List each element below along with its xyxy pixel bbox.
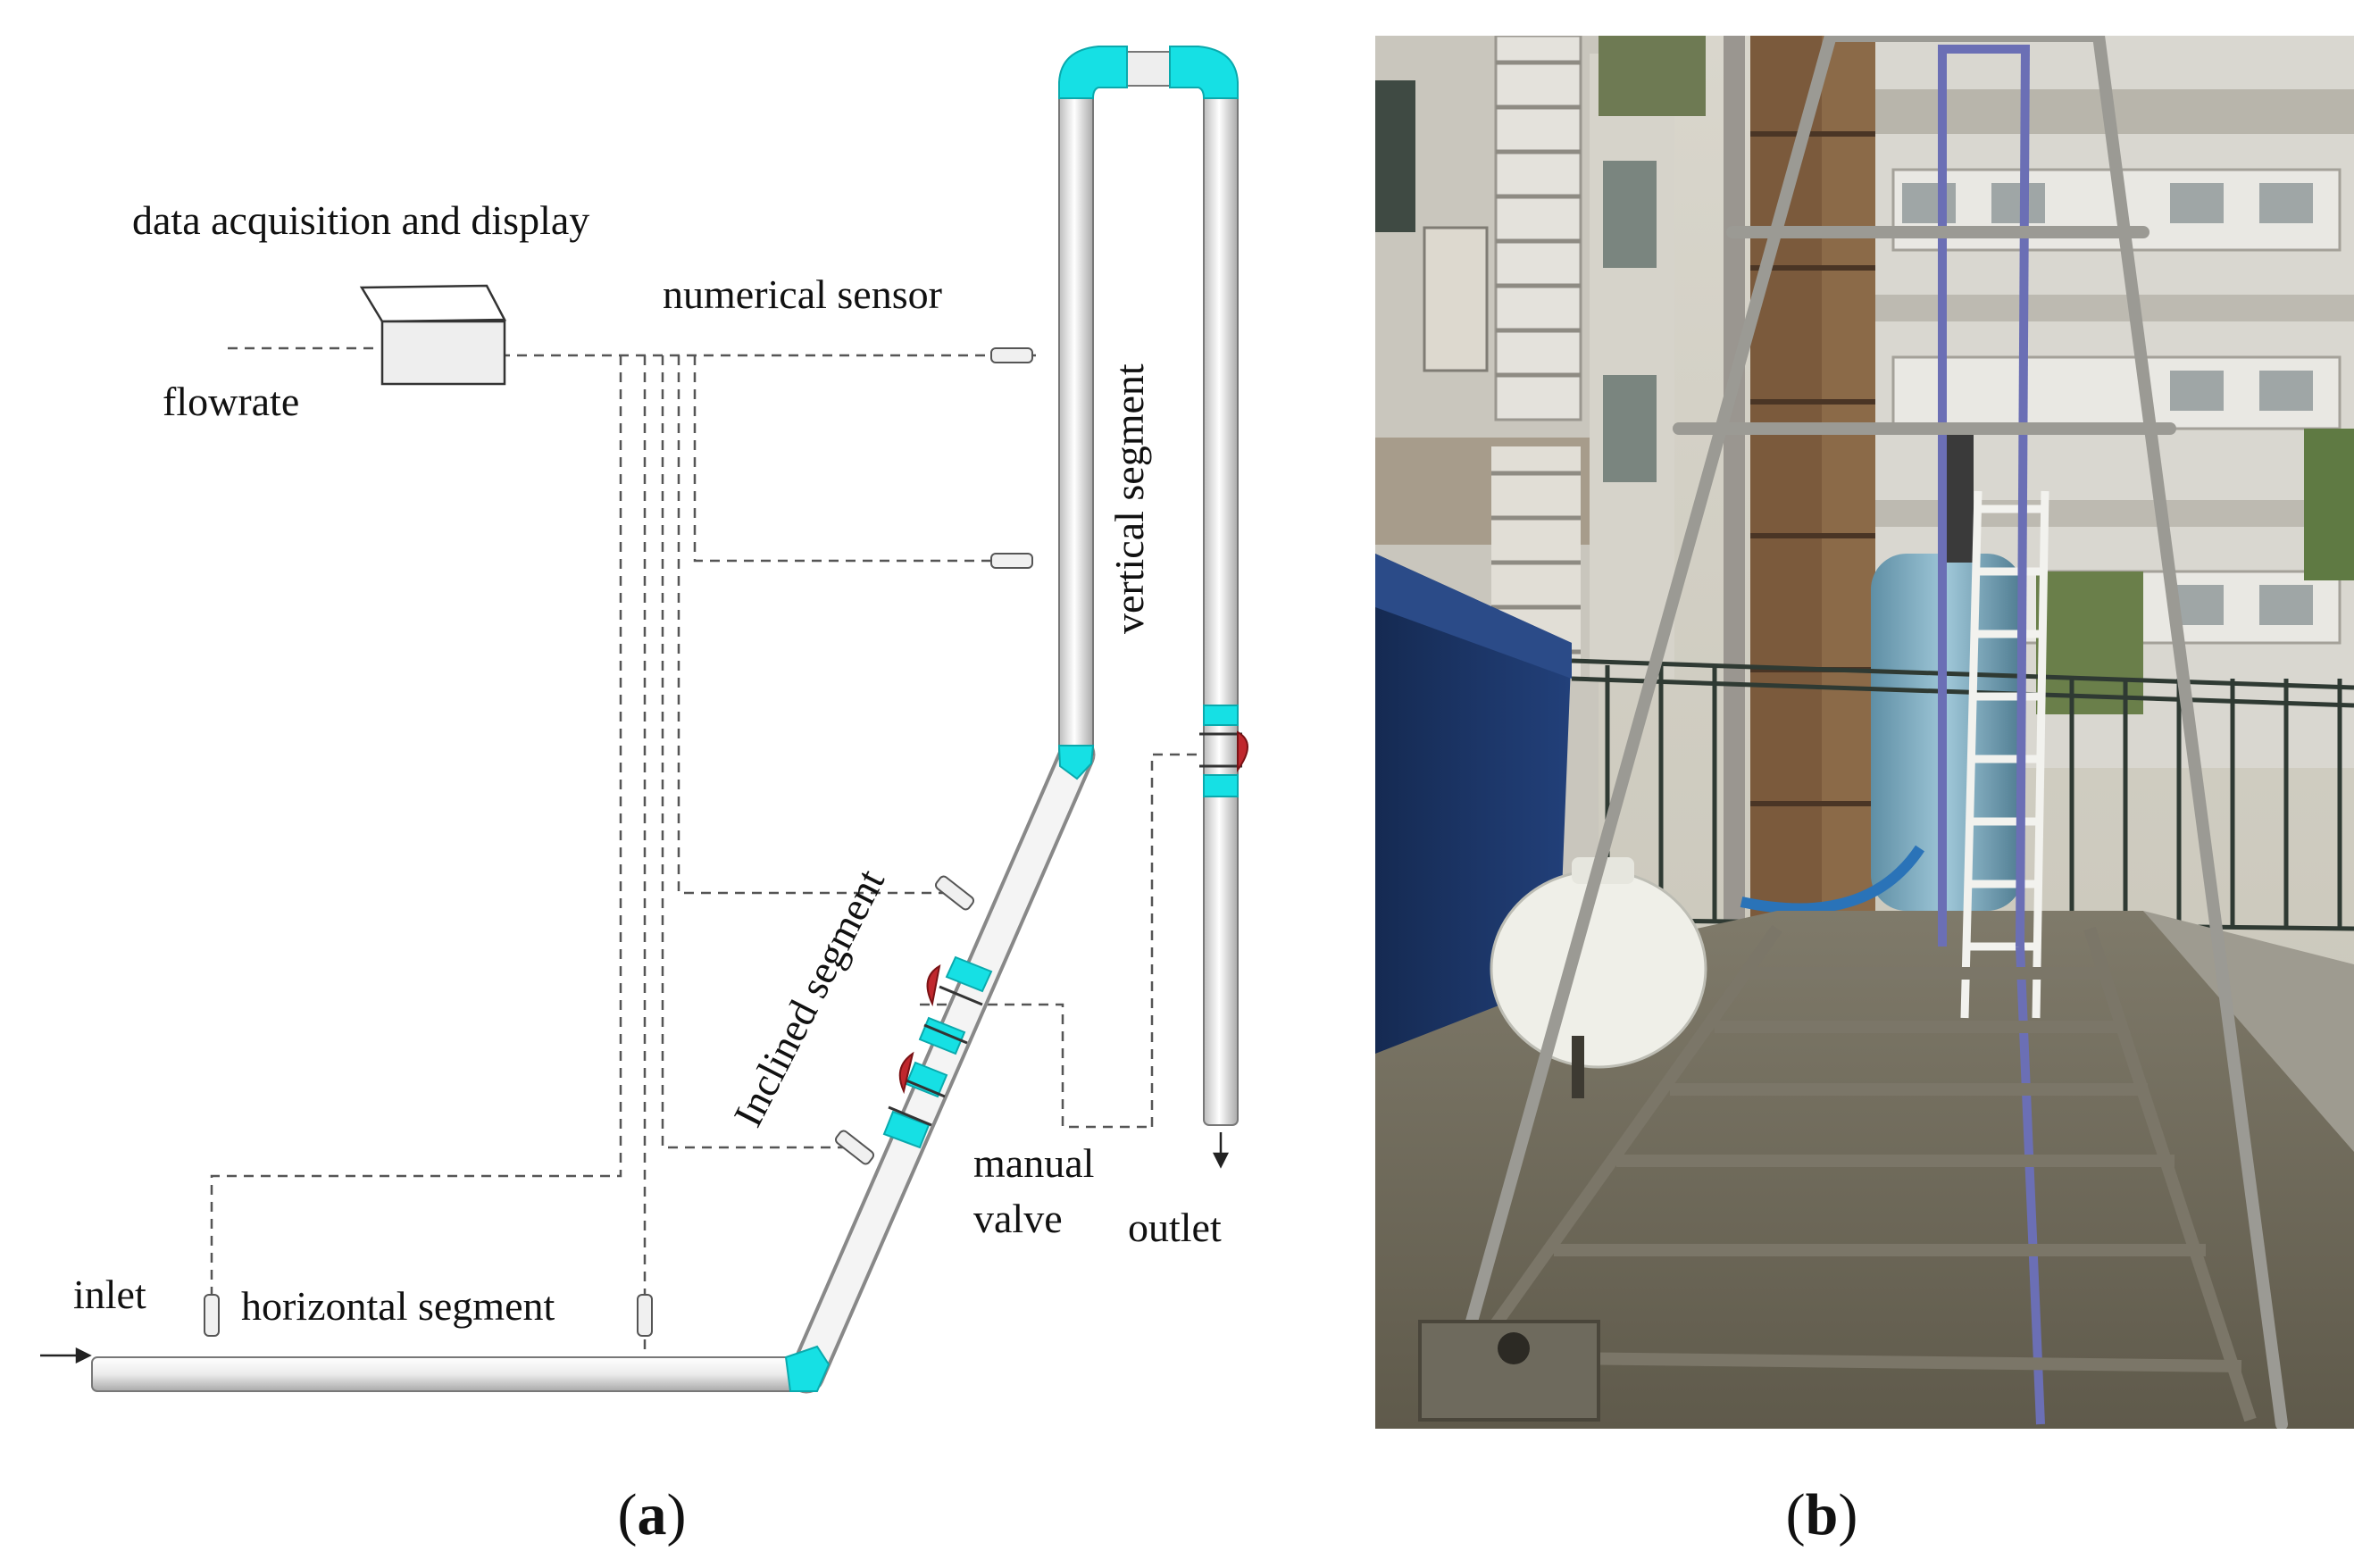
photo-base-frame — [1441, 924, 2257, 1422]
panel-b-photo: (b) — [1375, 36, 2354, 1547]
signal-wires — [210, 346, 1210, 1357]
red-valves — [898, 730, 1248, 1095]
label-manual: manual — [973, 1140, 1094, 1186]
sensors — [204, 347, 1033, 1337]
caption-a: (a) — [618, 1482, 687, 1547]
label-horizontal-segment: horizontal segment — [241, 1283, 555, 1329]
cyan-fittings — [784, 46, 1239, 1392]
label-numerical-sensor: numerical sensor — [663, 271, 942, 317]
horizontal-pipe — [91, 1356, 807, 1392]
label-flowrate: flowrate — [163, 379, 299, 424]
panel-a-schematic: data acquisition and display numerical s… — [40, 46, 1248, 1547]
label-valve: valve — [973, 1196, 1063, 1241]
label-inlet: inlet — [73, 1272, 146, 1317]
outlet-pipe — [1203, 88, 1239, 1126]
photo-fence — [1571, 658, 2354, 931]
photo-scaffold — [1724, 36, 1875, 929]
label-outlet: outlet — [1128, 1205, 1222, 1250]
caption-b: (b) — [1786, 1482, 1858, 1547]
flow-arrows — [40, 1132, 1230, 1364]
valve-flanges — [888, 732, 1242, 1127]
label-inclined-segment: Inclined segment — [724, 862, 893, 1133]
photo-white-tank — [1490, 857, 1707, 1098]
photo-ladder — [1960, 490, 2049, 1019]
label-vertical-segment: vertical segment — [1106, 363, 1152, 634]
photo-steel-frame — [1440, 36, 2288, 1429]
vertical-pipe-up — [1058, 88, 1094, 755]
label-data-acquisition: data acquisition and display — [132, 197, 589, 243]
data-acquisition-box — [359, 284, 507, 386]
